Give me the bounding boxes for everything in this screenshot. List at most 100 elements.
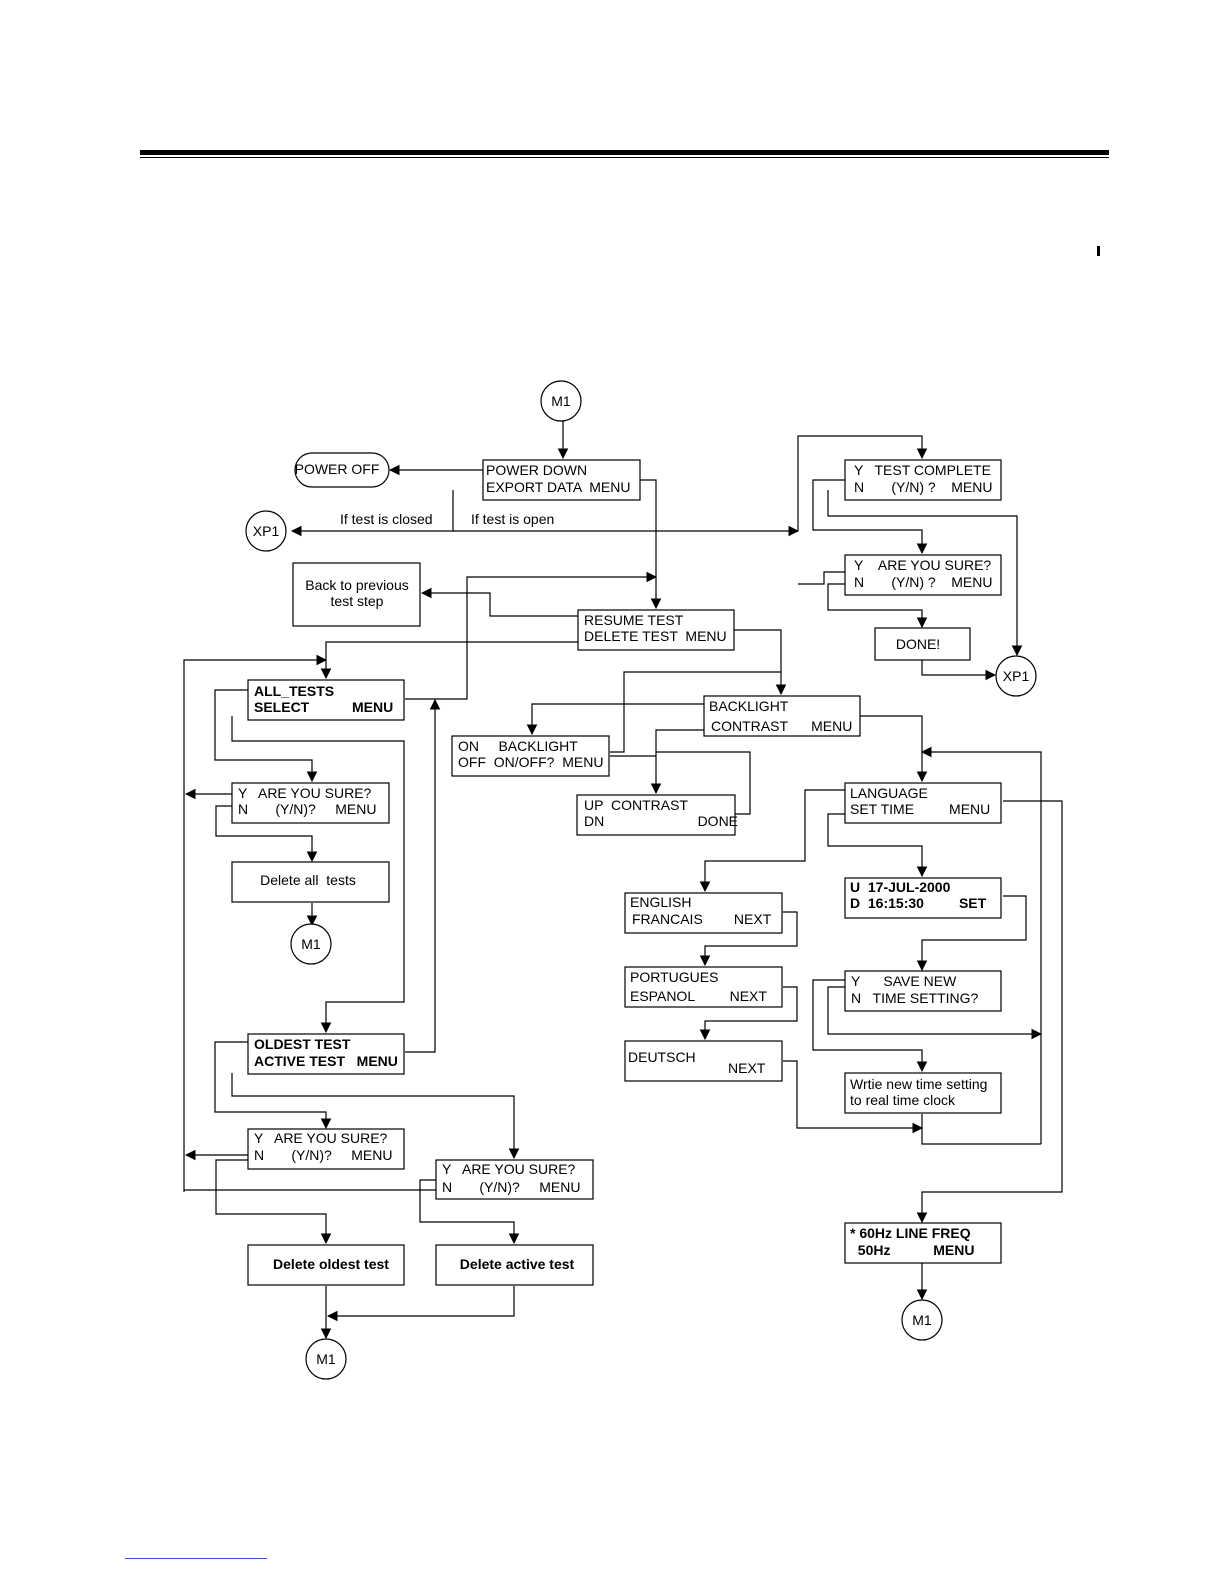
svg-text:Delete active test: Delete active test xyxy=(460,1256,575,1272)
svg-text:POWER OFF: POWER OFF xyxy=(295,461,380,477)
line-loop-right-top xyxy=(797,435,928,531)
line-portugues-next xyxy=(699,986,798,1041)
margin-mark xyxy=(1097,246,1100,256)
all-tests-screen: ALL_TESTS SELECT MENU xyxy=(247,679,405,721)
svg-text:Y ARE YOU SURE?: Y ARE YOU SURE? xyxy=(238,785,372,801)
line-contrast-return xyxy=(610,751,751,815)
svg-text:Y ARE YOU SURE?: Y ARE YOU SURE? xyxy=(442,1161,576,1177)
svg-text:EXPORT DATA MENU: EXPORT DATA MENU xyxy=(486,479,630,495)
svg-text:Wrtie new time setting: Wrtie new time setting xyxy=(850,1076,987,1092)
line-sure-to-done xyxy=(827,583,928,629)
line-sure-loop-back xyxy=(798,571,850,585)
line-all-tests-to-oldest xyxy=(231,716,405,1034)
line-all-tests-to-sure xyxy=(214,689,318,783)
line-backlight-to-contrast xyxy=(650,729,706,795)
line-delete-active-merge xyxy=(326,1286,515,1322)
deutsch-screen: DEUTSCH NEXT xyxy=(624,1040,783,1082)
line-backlight-to-language xyxy=(860,715,928,783)
svg-text:XP1: XP1 xyxy=(253,523,280,539)
test-complete-screen: Y TEST COMPLETE N (Y/N) ? MENU xyxy=(844,459,1002,501)
svg-text:M1: M1 xyxy=(551,393,571,409)
line-power-down-to-resume xyxy=(640,479,662,610)
line-save-yes xyxy=(812,979,928,1073)
svg-text:NEXT: NEXT xyxy=(728,1060,766,1076)
connector-xp1-left: XP1 xyxy=(245,510,287,552)
svg-text:to real time clock: to real time clock xyxy=(850,1092,956,1108)
write-time-box: Wrtie new time setting to real time cloc… xyxy=(844,1072,1002,1114)
svg-text:Y ARE YOU SURE?: Y ARE YOU SURE? xyxy=(854,557,991,573)
svg-text:POWER DOWN: POWER DOWN xyxy=(486,462,587,478)
line-active-to-sure xyxy=(231,1073,520,1160)
line-resume-to-backlight xyxy=(734,629,787,696)
footer-rule xyxy=(125,1558,267,1559)
svg-text:N (Y/N)? MENU: N (Y/N)? MENU xyxy=(238,801,376,817)
sure-all-screen: Y ARE YOU SURE? N (Y/N)? MENU xyxy=(231,782,390,824)
contrast-screen: UP CONTRAST DN DONE xyxy=(576,794,738,836)
svg-text:M1: M1 xyxy=(316,1351,336,1367)
resume-test-screen: RESUME TEST DELETE TEST MENU xyxy=(577,609,735,651)
line-sure-all-yes xyxy=(215,805,318,863)
backlight-screen: BACKLIGHT CONTRAST MENU xyxy=(703,695,861,737)
svg-text:BACKLIGHT: BACKLIGHT xyxy=(709,698,789,714)
connector-lines xyxy=(183,420,1063,1340)
sure-oldest-screen: Y ARE YOU SURE? N (Y/N)? MENU xyxy=(247,1128,405,1170)
connector-m1-bottom-right: M1 xyxy=(901,1299,943,1341)
line-language-to-english xyxy=(699,789,845,893)
svg-text:* 60Hz LINE FREQ: * 60Hz LINE FREQ xyxy=(850,1225,971,1241)
line-left-loop xyxy=(183,654,328,1192)
line-resume-back-prev xyxy=(420,587,578,617)
portugues-screen: PORTUGUES ESPANOL NEXT xyxy=(624,966,783,1008)
power-down-screen: POWER DOWN EXPORT DATA MENU xyxy=(482,459,641,501)
line-test-complete-to-xp1 xyxy=(827,490,1023,657)
svg-text:OLDEST TEST: OLDEST TEST xyxy=(254,1036,351,1052)
svg-text:OFF ON/OFF? MENU: OFF ON/OFF? MENU xyxy=(458,754,603,770)
svg-text:N (Y/N)? MENU: N (Y/N)? MENU xyxy=(442,1179,580,1195)
connector-xp1-right: XP1 xyxy=(995,655,1037,697)
line-sure-old-yes xyxy=(215,1159,332,1245)
svg-text:FRANCAIS NEXT: FRANCAIS NEXT xyxy=(632,911,772,927)
svg-text:50Hz MENU: 50Hz MENU xyxy=(850,1242,974,1258)
svg-text:DELETE TEST MENU: DELETE TEST MENU xyxy=(584,628,727,644)
connector-m1-delete-all: M1 xyxy=(290,923,332,965)
svg-text:CONTRAST MENU: CONTRAST MENU xyxy=(711,718,852,734)
svg-text:XP1: XP1 xyxy=(1003,668,1030,684)
label-if-closed: If test is closed xyxy=(340,511,433,527)
save-time-screen: Y SAVE NEW N TIME SETTING? xyxy=(844,970,1002,1012)
line-return-to-language xyxy=(920,746,1042,1144)
line-language-to-line-freq xyxy=(916,800,1063,1224)
svg-text:ON BACKLIGHT: ON BACKLIGHT xyxy=(458,738,578,754)
header-rule-thick xyxy=(140,150,1109,155)
svg-text:test step: test step xyxy=(331,593,384,609)
line-done-to-xp1 xyxy=(921,660,997,681)
line-backlight-to-on-off xyxy=(526,703,706,736)
svg-text:UP CONTRAST: UP CONTRAST xyxy=(584,797,688,813)
line-oldest-up xyxy=(405,698,441,1053)
line-time-to-save xyxy=(916,895,1027,972)
svg-text:U 17-JUL-2000: U 17-JUL-2000 xyxy=(850,879,951,895)
svg-text:SET TIME MENU: SET TIME MENU xyxy=(850,801,990,817)
svg-text:ESPANOL NEXT: ESPANOL NEXT xyxy=(630,988,767,1004)
line-sure-active-yes xyxy=(419,1179,520,1245)
line-resume-to-all-tests xyxy=(320,641,578,680)
line-save-no xyxy=(827,986,1043,1040)
sure-active-screen: Y ARE YOU SURE? N (Y/N)? MENU xyxy=(435,1159,594,1200)
delete-oldest-box: Delete oldest test xyxy=(247,1244,405,1286)
backlight-on-off-screen: ON BACKLIGHT OFF ON/OFF? MENU xyxy=(451,735,610,777)
header-rule-thin xyxy=(140,157,1109,158)
svg-text:DEUTSCH: DEUTSCH xyxy=(628,1049,696,1065)
sure-top-screen: Y ARE YOU SURE? N (Y/N) ? MENU xyxy=(844,554,1002,596)
svg-text:Y SAVE NEW: Y SAVE NEW xyxy=(851,973,957,989)
back-prev-box: Back to previous test step xyxy=(292,562,421,627)
svg-text:M1: M1 xyxy=(912,1312,932,1328)
svg-text:N (Y/N) ? MENU: N (Y/N) ? MENU xyxy=(854,479,992,495)
svg-text:RESUME TEST: RESUME TEST xyxy=(584,612,684,628)
done-box: DONE! xyxy=(874,627,971,661)
svg-text:LANGUAGE: LANGUAGE xyxy=(850,785,928,801)
line-on-off-return xyxy=(610,671,781,753)
svg-text:ALL_TESTS: ALL_TESTS xyxy=(254,683,334,699)
line-english-next xyxy=(699,911,798,967)
connector-m1-top: M1 xyxy=(540,380,582,422)
svg-text:PORTUGUES: PORTUGUES xyxy=(630,969,718,985)
svg-text:SELECT MENU: SELECT MENU xyxy=(254,699,393,715)
